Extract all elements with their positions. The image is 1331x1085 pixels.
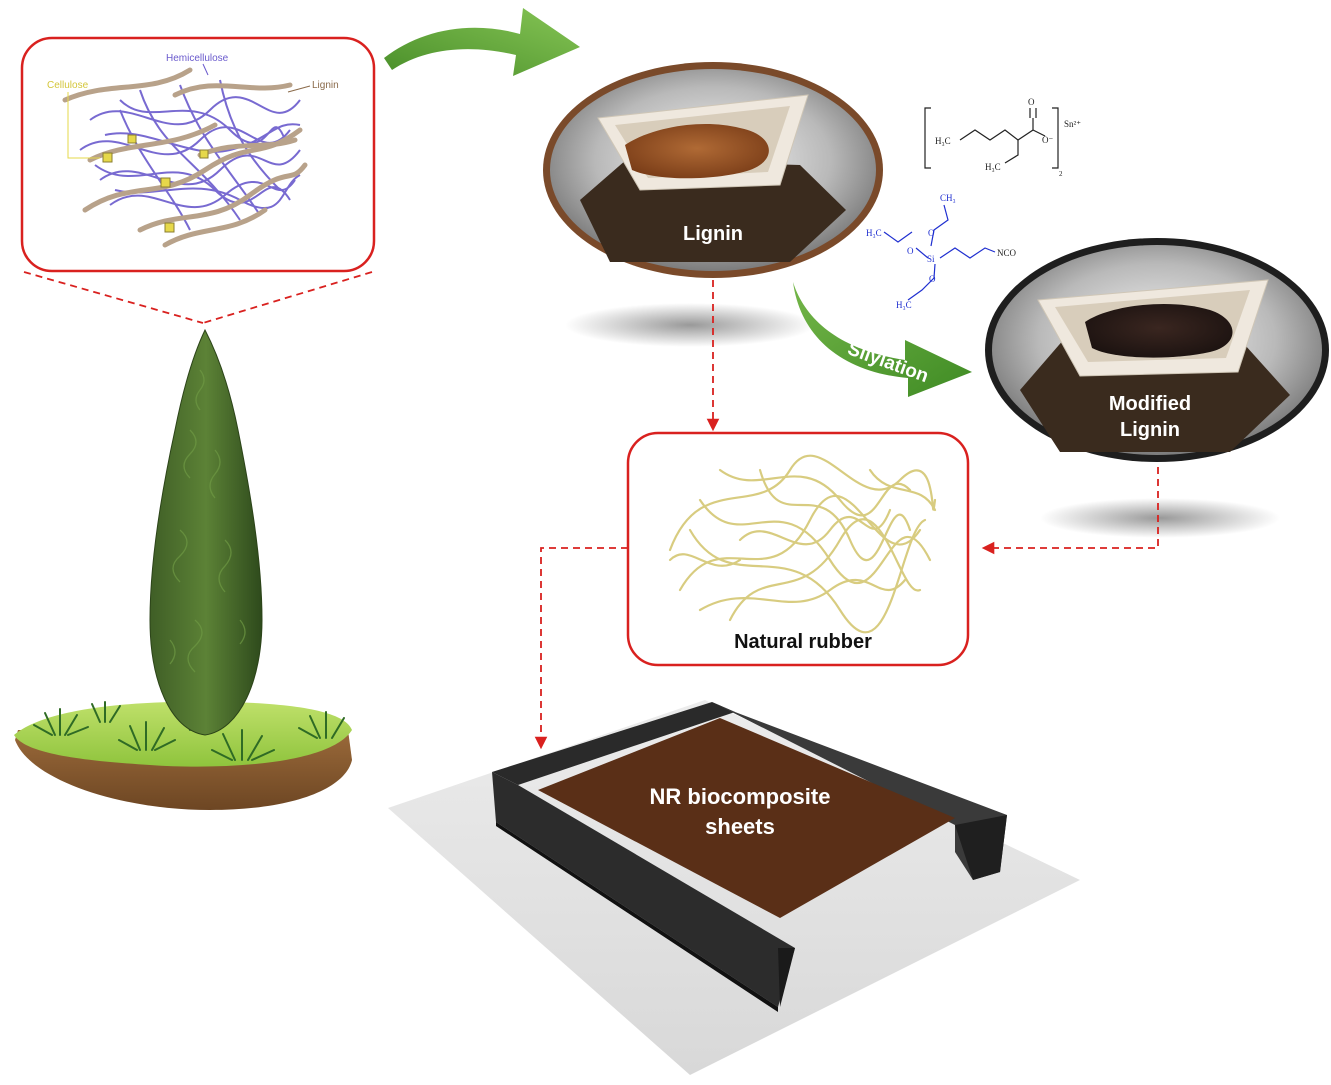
biocomposite-sheet: [538, 718, 955, 918]
lignin-fibres: [62, 67, 308, 248]
lignin-sample: Lignin: [543, 62, 883, 278]
natural-rubber-panel: Natural rubber: [626, 431, 970, 667]
tin-h3c-2-label: H₃C: [985, 162, 1001, 172]
tin-ominus-label: O⁻: [1042, 135, 1053, 145]
flow-connectors: [534, 280, 1159, 750]
modified-lignin-shadow: [1040, 498, 1280, 538]
lignin-sample-label: Lignin: [683, 223, 743, 245]
lignin-structure-label: Lignin: [312, 80, 339, 91]
silane-o3-label: O: [929, 274, 936, 284]
modified-lignin-sample: Modified Lignin: [985, 238, 1329, 462]
natural-rubber-label: Natural rubber: [734, 631, 872, 653]
tin-subscript-label: 2: [1059, 170, 1063, 178]
tin-catalyst-structure: [924, 107, 1059, 169]
cellulose-label: Cellulose: [47, 80, 89, 91]
lignin-shadow: [565, 303, 815, 347]
tree-illustration: [14, 328, 352, 810]
sheet-label-1: NR biocomposite: [650, 784, 831, 809]
silane-ch3-label: CH₃: [940, 193, 956, 203]
silane-nco-label: NCO: [997, 248, 1017, 258]
sheet-label-2: sheets: [705, 814, 775, 839]
tin-sn-label: Sn²⁺: [1064, 119, 1081, 129]
tin-h3c-label: H₃C: [935, 136, 951, 146]
tin-o-label: O: [1028, 97, 1035, 107]
silane-h3c-left-label: H₃C: [866, 228, 882, 238]
zoom-lines: [23, 271, 373, 324]
silane-h3c-bottom-label: H₃C: [896, 300, 912, 310]
modified-lignin-label-2: Lignin: [1120, 419, 1180, 441]
silylation-arrow: Silylation: [793, 282, 972, 397]
silane-si-label: Si: [927, 254, 935, 264]
silane-o2-label: O: [907, 246, 914, 256]
silane-o1-label: O: [928, 228, 935, 238]
silylation-label: Silylation: [845, 339, 932, 388]
biocomposite-mould: NR biocomposite sheets: [388, 700, 1080, 1075]
silane-structure: [883, 204, 996, 301]
cell-wall-structure-panel: Hemicellulose Cellulose Lignin: [20, 36, 376, 273]
cellulose-microfibrils: [102, 134, 209, 233]
modified-lignin-label-1: Modified: [1109, 393, 1191, 415]
hemicellulose-label: Hemicellulose: [166, 53, 229, 64]
rubber-chains: [668, 454, 937, 634]
extraction-arrow: [384, 8, 580, 76]
